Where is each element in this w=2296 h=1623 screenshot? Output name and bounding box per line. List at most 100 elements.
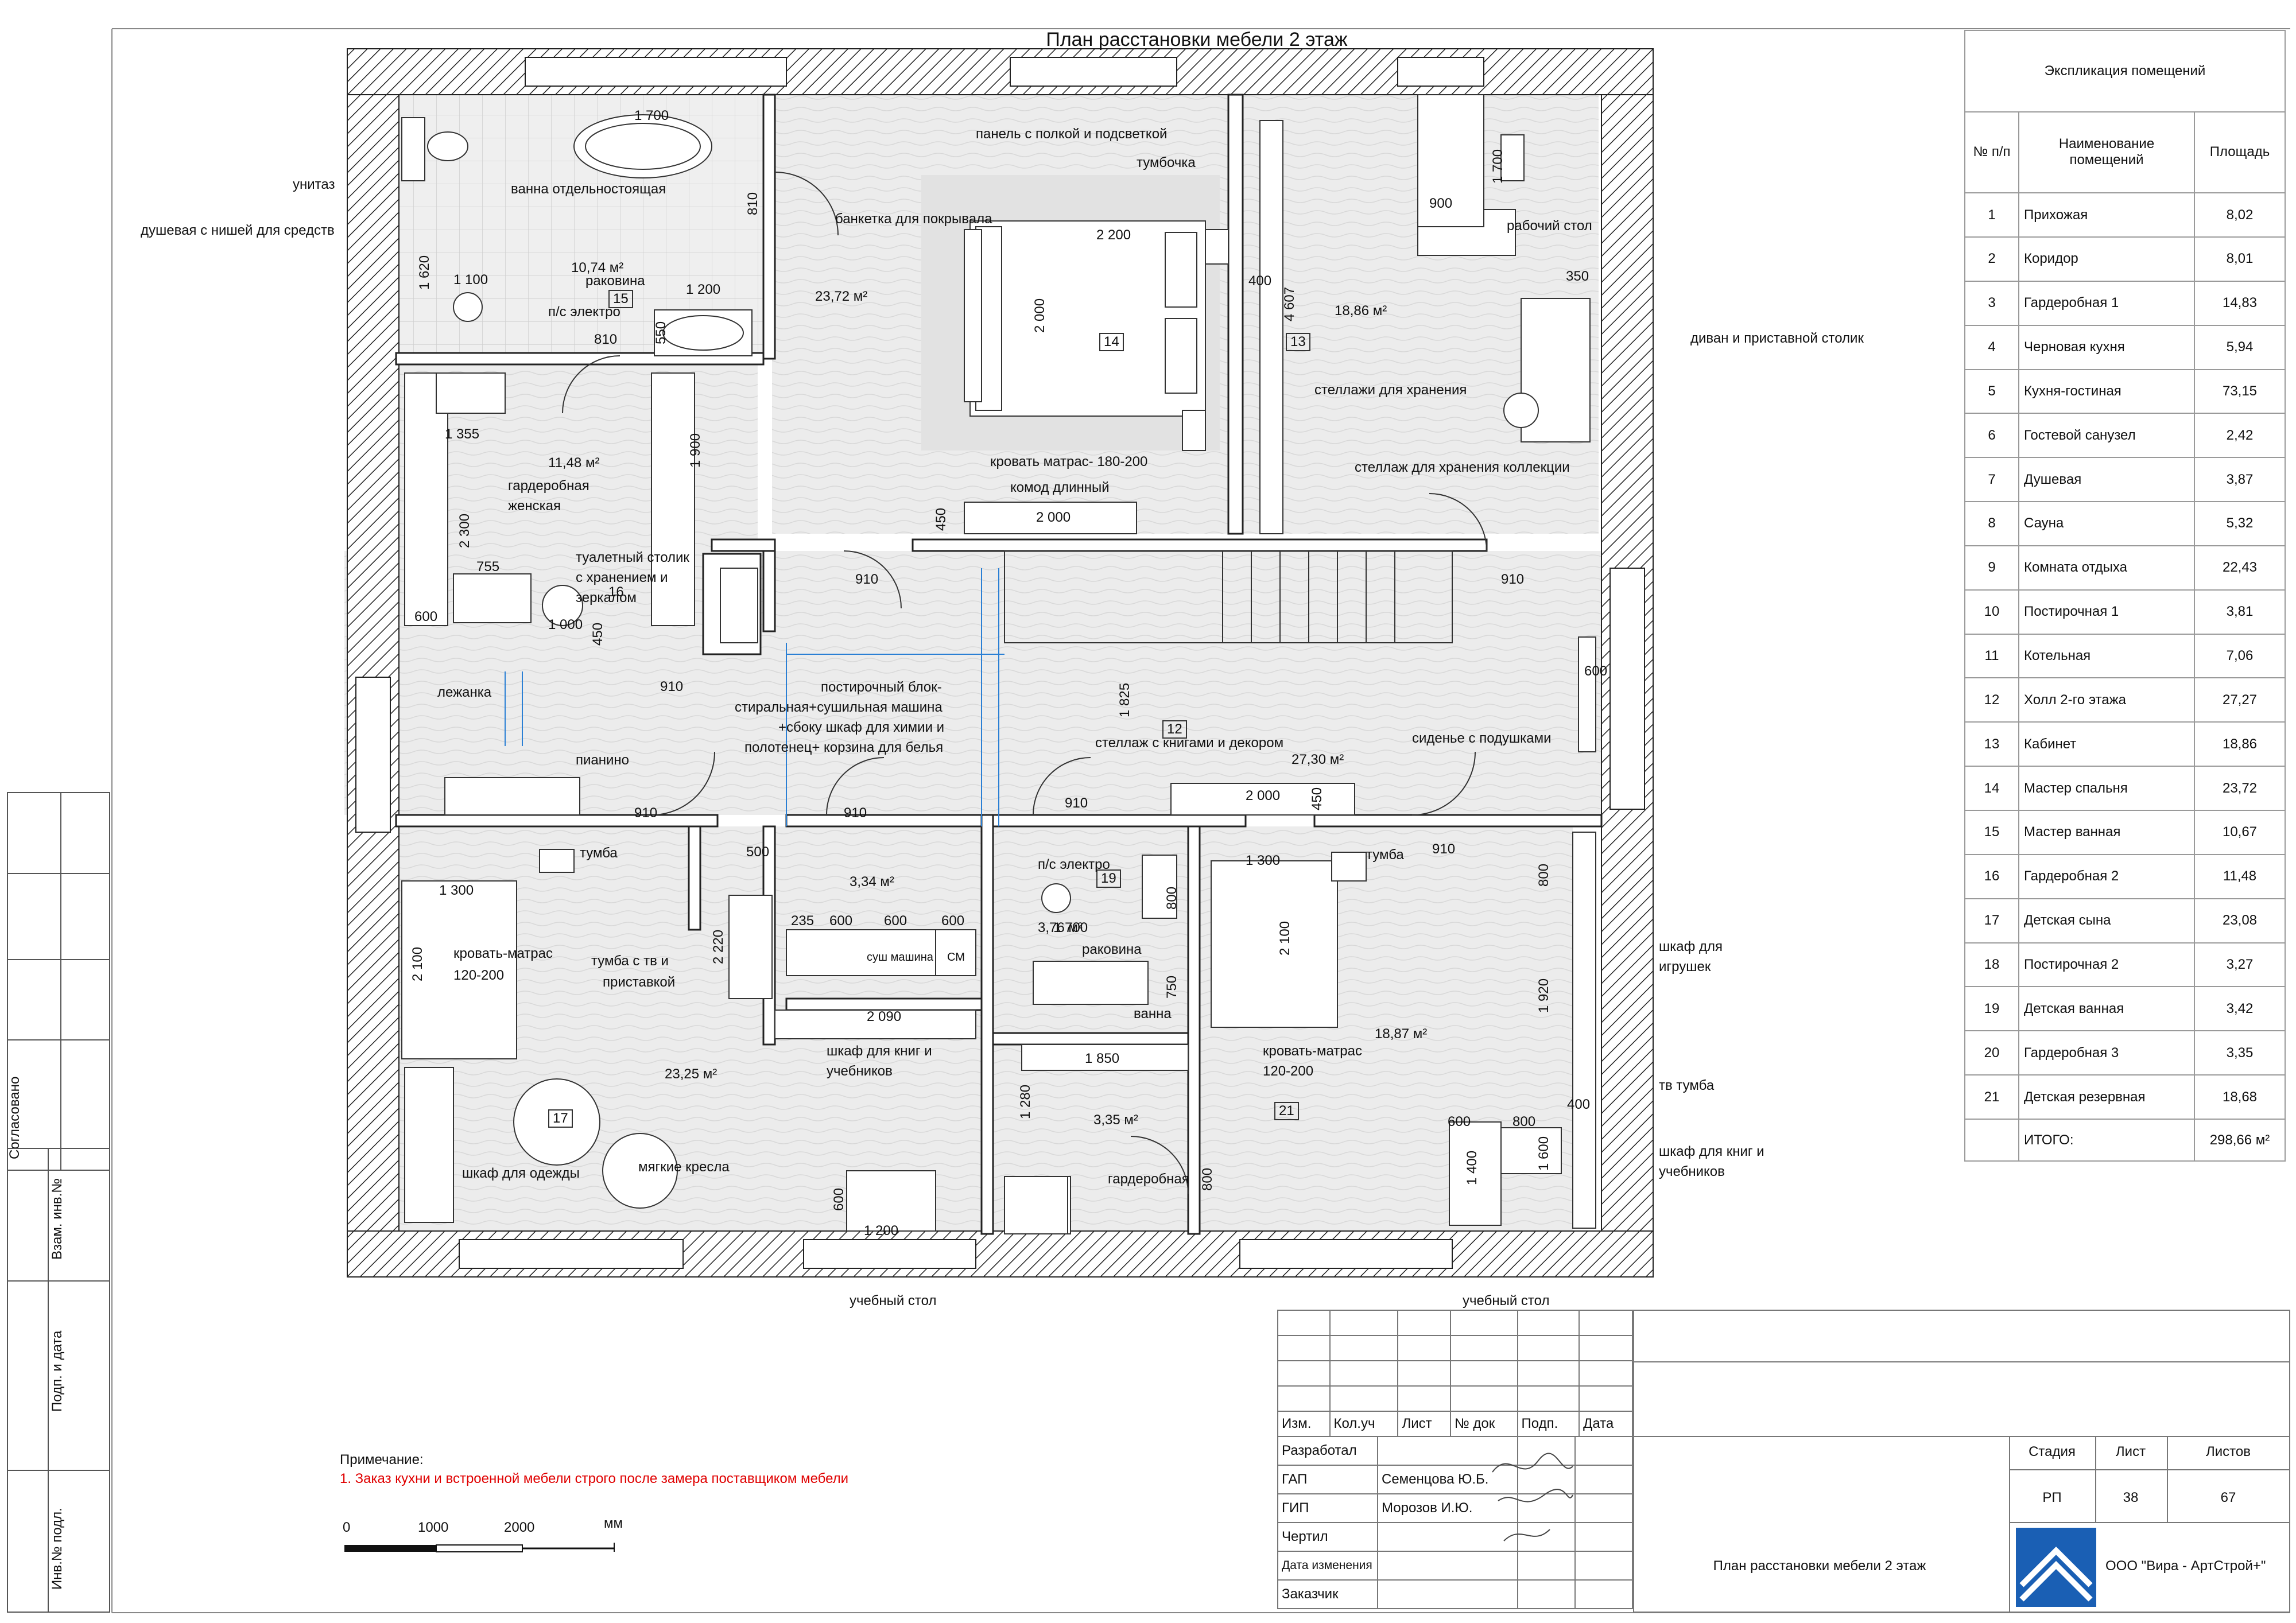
- row-area: 7,06: [2194, 633, 2286, 679]
- row-area: 11,48: [2194, 853, 2286, 899]
- row-area: 3,27: [2194, 942, 2286, 988]
- dim: 4 607: [1282, 286, 1297, 321]
- dim: 500: [746, 844, 770, 860]
- label-tv-stand-2: приставкой: [603, 974, 676, 990]
- dim: 1 825: [1117, 682, 1133, 717]
- row-name: Кухня-гостиная: [2018, 368, 2195, 414]
- revision-table: Изм. Кол.уч Лист № док Подп. Дата: [1277, 1310, 1633, 1437]
- dim: 910: [634, 805, 658, 821]
- side-sign-date: Подп. и дата: [49, 1330, 65, 1412]
- label-couch: лежанка: [437, 685, 492, 700]
- stamp-gap: ГАП: [1277, 1465, 1378, 1494]
- row-num: 13: [1964, 721, 2019, 767]
- dim: 600: [414, 609, 438, 624]
- room-explication-table: Экспликация помещений № п/п Наименование…: [1964, 30, 2286, 1162]
- stamp-sheet-label: Лист: [2115, 1444, 2146, 1459]
- row-num: 9: [1964, 545, 2019, 591]
- row-area: 8,02: [2194, 192, 2286, 238]
- label-reserve-bed-1: кровать-матрас: [1263, 1043, 1362, 1059]
- room-14-number: 14: [1099, 333, 1124, 351]
- stamp-podp: Подп.: [1517, 1411, 1580, 1437]
- dim: 1 000: [548, 617, 583, 632]
- row-num: 6: [1964, 413, 2019, 459]
- label-vanity-1: туалетный столик: [576, 550, 689, 565]
- dim: 910: [844, 805, 867, 821]
- side-block-1: [7, 792, 110, 1171]
- label-work-desk: рабочий стол: [1507, 218, 1592, 234]
- label-toilet: унитаз: [293, 177, 335, 192]
- company-name: ООО "Вира - АртСтрой+": [2105, 1558, 2266, 1574]
- dim: 910: [1432, 841, 1456, 857]
- row-num: 4: [1964, 324, 2019, 370]
- row-num: 7: [1964, 457, 2019, 503]
- room-19-number: 19: [1096, 869, 1121, 888]
- label-sink-kids: раковина: [1082, 942, 1142, 957]
- label-study-desk-17: учебный стол: [850, 1293, 937, 1309]
- row-name: Душевая: [2018, 457, 2195, 503]
- stamp-list: Лист: [1397, 1411, 1451, 1437]
- stamp-razrab: Разработал: [1277, 1436, 1378, 1466]
- label-reserve-bed-2: 120-200: [1263, 1063, 1314, 1079]
- dim: 450: [590, 622, 606, 646]
- stamp-data: Дата: [1578, 1411, 1633, 1437]
- dim: 1 300: [439, 883, 474, 898]
- dim: 2 090: [867, 1009, 902, 1024]
- total-value: 298,66 м²: [2194, 1119, 2286, 1162]
- row-num: 16: [1964, 853, 2019, 899]
- dim: 2 300: [457, 513, 472, 548]
- dim: 450: [933, 507, 949, 531]
- row-name: Мастер ванная: [2018, 809, 2195, 855]
- scale-unit: мм: [604, 1516, 623, 1531]
- dim: 810: [594, 332, 618, 347]
- dim: 1 600: [1536, 1136, 1552, 1171]
- row-area: 10,67: [2194, 809, 2286, 855]
- label-wardrobe-female-2: женская: [508, 498, 561, 514]
- label-laundry-1: постирочный блок-: [821, 680, 942, 695]
- stamp-sheet-title: План расстановки мебели 2 этаж: [1713, 1558, 1926, 1574]
- label-sink-master: раковина: [585, 273, 645, 289]
- side-agreed: Согласовано: [7, 1076, 22, 1159]
- row-num: 14: [1964, 766, 2019, 811]
- room-18-area: 3,34 м²: [850, 874, 894, 890]
- label-laundry-2: стиральная+сушильная машина: [735, 700, 943, 715]
- dim: 800: [1200, 1167, 1215, 1191]
- stamp-kol: Кол.уч: [1329, 1411, 1399, 1437]
- dim: 2 000: [1032, 298, 1048, 333]
- row-area: 3,81: [2194, 589, 2286, 635]
- label-vanity-3: зеркалом: [576, 590, 637, 605]
- row-num: 11: [1964, 633, 2019, 679]
- label-kid-bed-1: кровать-матрас: [453, 946, 553, 961]
- dim: 1 100: [453, 272, 488, 288]
- row-name: Гардеробная 3: [2018, 1030, 2195, 1076]
- drawing-title: План расстановки мебели 2 этаж: [1046, 29, 1348, 51]
- dim: 600: [1448, 1114, 1471, 1129]
- col-header-name: Наименование помещений: [2018, 111, 2195, 194]
- scale-bar: [344, 1543, 615, 1552]
- label-freestanding-bath: ванна отдельностоящая: [511, 181, 666, 197]
- room-13-number: 13: [1286, 333, 1310, 351]
- note-heading: Примечание:: [340, 1452, 424, 1467]
- stamp-chertil: Чертил: [1277, 1522, 1378, 1552]
- stamp-izm: Изм.: [1277, 1411, 1331, 1437]
- label-dryer: суш машина: [867, 951, 933, 964]
- dim: 755: [476, 559, 500, 574]
- dim: 1 400: [1464, 1150, 1480, 1185]
- label-reserve-books-2: учебников: [1659, 1164, 1725, 1179]
- dim: 600: [1584, 663, 1608, 679]
- stamp-ndoc: № док: [1449, 1411, 1518, 1437]
- stamp-gip-name: Морозов И.Ю.: [1377, 1493, 1518, 1523]
- row-num: 12: [1964, 677, 2019, 723]
- label-bench: банкетка для покрывала: [835, 211, 992, 227]
- row-num: 20: [1964, 1030, 2019, 1076]
- label-toy-cabinet-2: игрушек: [1659, 959, 1711, 974]
- label-wardrobe-3: гардеробная: [1108, 1171, 1189, 1187]
- label-storage-racks: стеллажи для хранения: [1314, 382, 1467, 398]
